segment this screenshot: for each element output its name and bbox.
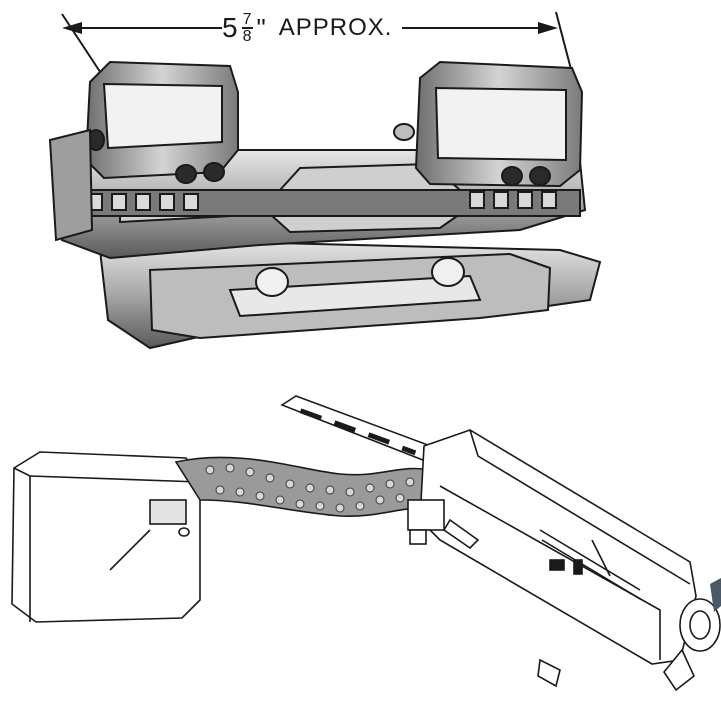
fraction-numerator: 7 (241, 11, 254, 29)
navigation-marker (710, 578, 721, 612)
dimension-label: 5 7 8 " APPROX. (222, 8, 402, 48)
dimension-fraction: 7 8 (241, 11, 254, 45)
fraction-denominator: 8 (242, 28, 253, 45)
belt-link-drawing (48, 60, 602, 350)
dimension-qualifier: APPROX. (278, 14, 393, 41)
dimension-line (61, 11, 579, 97)
weapon-assembly-drawing (11, 395, 721, 692)
dimension-whole: 5 (222, 12, 239, 43)
dimension-unit: " (256, 12, 267, 43)
